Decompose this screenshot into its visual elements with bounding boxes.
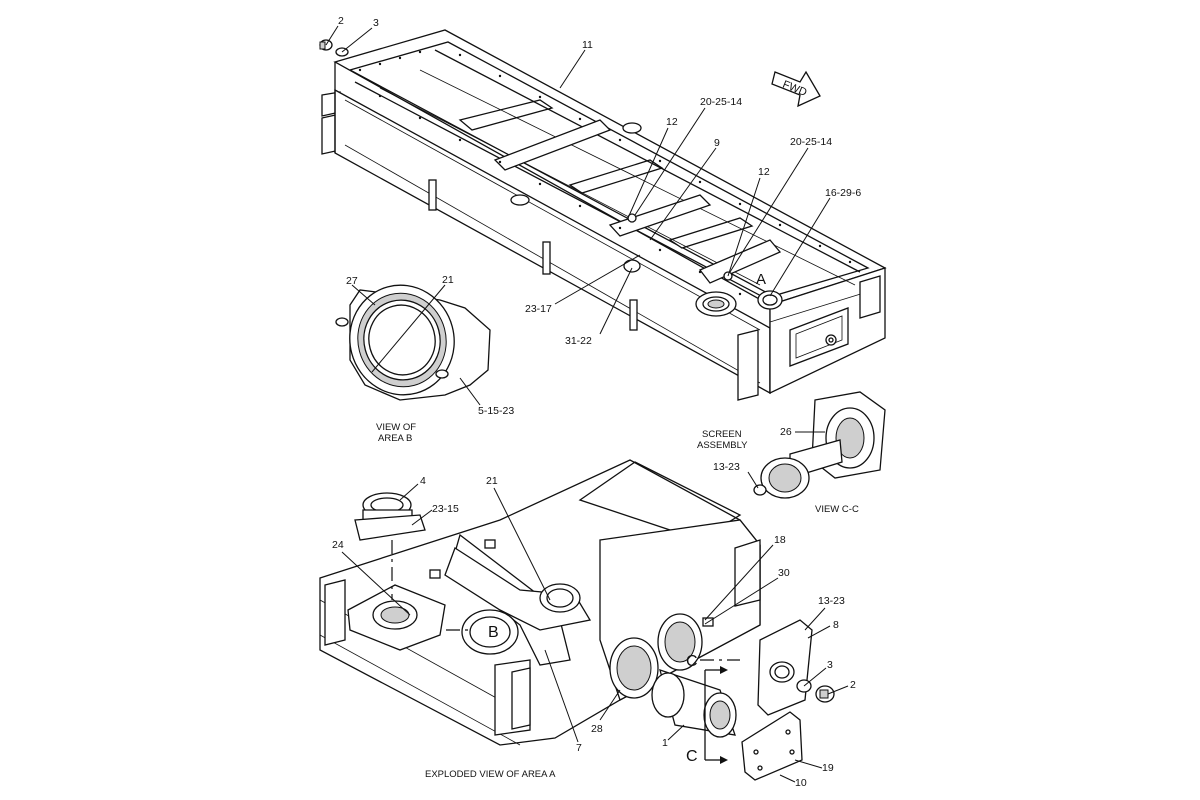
callout-19: 19 (822, 762, 834, 774)
callouts: 2 3 11 20-25-14 12 9 20-25-14 12 16-29-6… (332, 15, 861, 789)
caption-screen-line1: SCREEN (702, 429, 742, 440)
callout-13-23-b: 13-23 (818, 595, 845, 607)
callout-area-a: A (756, 271, 766, 288)
callout-area-b: B (488, 624, 499, 641)
callout-7: 7 (576, 742, 582, 754)
callout-23-17: 23-17 (525, 303, 552, 315)
callout-26: 26 (780, 426, 792, 438)
callout-23-15: 23-15 (432, 503, 459, 515)
callout-3-top: 3 (373, 17, 379, 29)
plug-top (319, 39, 349, 57)
fwd-arrow: FWD (771, 70, 821, 108)
callout-24: 24 (332, 539, 344, 551)
exploded-assembly (319, 459, 835, 781)
callout-section-c-bottom: C (686, 748, 698, 765)
caption-exploded-view: EXPLODED VIEW OF AREA A (425, 769, 556, 780)
leader-lines (325, 25, 849, 783)
callout-27: 27 (346, 275, 358, 287)
callout-13-23-a: 13-23 (713, 461, 740, 473)
callout-30: 30 (778, 567, 790, 579)
callout-28: 28 (591, 723, 603, 735)
callout-20-25-14-b: 20-25-14 (790, 136, 832, 148)
callout-31-22: 31-22 (565, 335, 592, 347)
callout-12-b: 12 (758, 166, 770, 178)
caption-view-cc: VIEW C-C (815, 504, 859, 515)
callout-10: 10 (795, 777, 807, 789)
screen-assembly (753, 391, 886, 499)
callout-16-29-6: 16-29-6 (825, 187, 861, 199)
callout-section-c-top: C (686, 653, 698, 670)
callout-21-bottom: 21 (486, 475, 498, 487)
callout-4: 4 (420, 475, 426, 487)
callout-8: 8 (833, 619, 839, 631)
end-access-cover (789, 307, 849, 367)
callout-5-15-23: 5-15-23 (478, 405, 514, 417)
callout-21-top: 21 (442, 274, 454, 286)
callout-9: 9 (714, 137, 720, 149)
rim-holes (358, 50, 852, 296)
callout-2-top: 2 (338, 15, 344, 27)
callout-3-bottom: 3 (827, 659, 833, 671)
area-b-view (335, 284, 491, 401)
caption-view-area-b-line2: AREA B (378, 433, 412, 444)
captions: VIEW OF AREA B SCREEN ASSEMBLY VIEW C-C … (376, 422, 859, 780)
callout-2-bottom: 2 (850, 679, 856, 691)
callout-11: 11 (582, 39, 593, 51)
filter-element (651, 668, 737, 738)
callout-12-a: 12 (666, 116, 678, 128)
frame-assembly (321, 29, 887, 401)
callout-18: 18 (774, 534, 786, 546)
caption-screen-line2: ASSEMBLY (697, 440, 748, 451)
callout-1: 1 (662, 737, 668, 749)
outlet-elbow (695, 291, 737, 317)
caption-view-area-b-line1: VIEW OF (376, 422, 416, 433)
callout-20-25-14-a: 20-25-14 (700, 96, 742, 108)
